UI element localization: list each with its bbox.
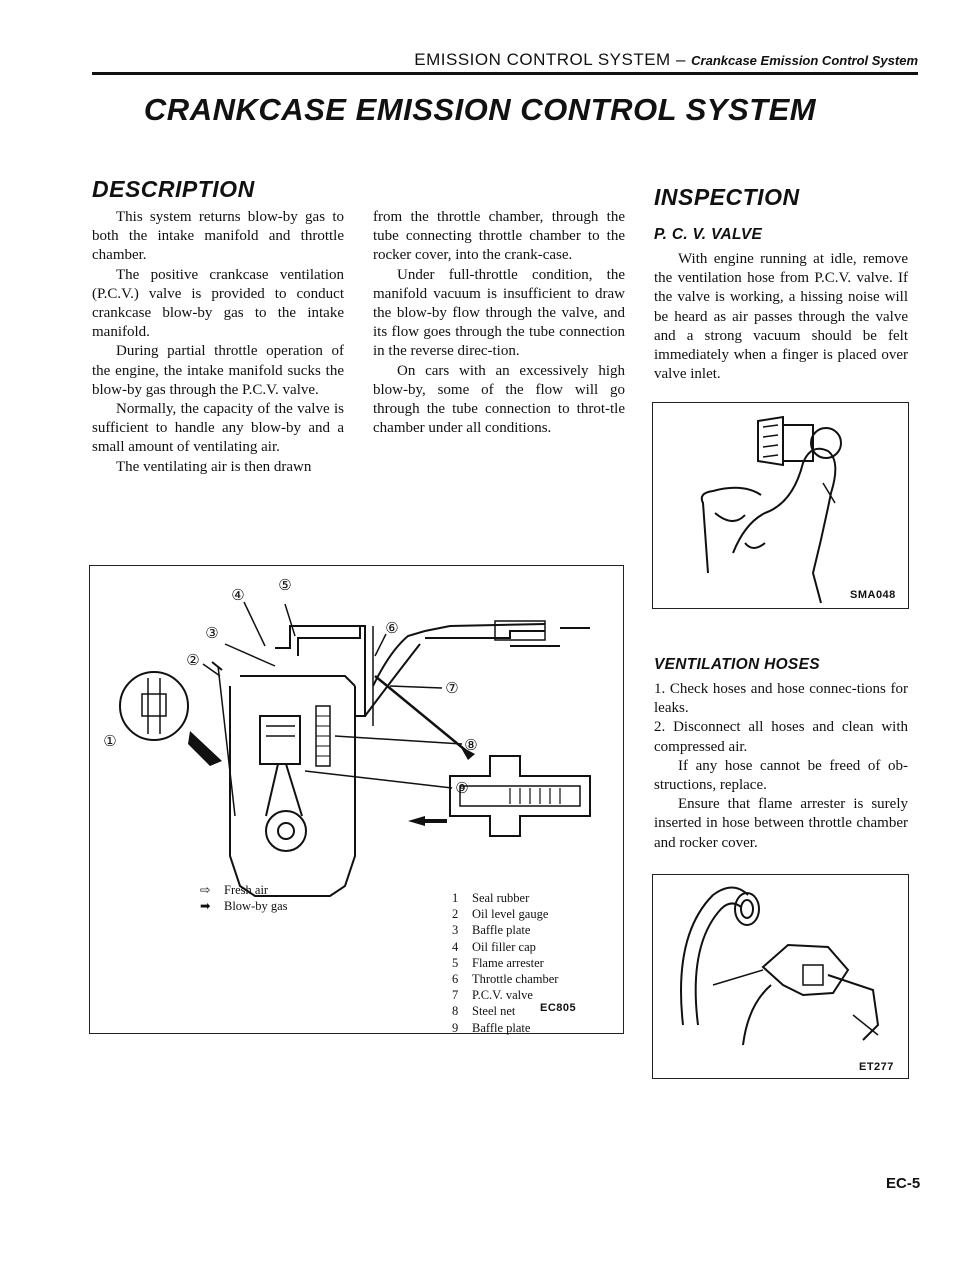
desc-para-7: Under full-throttle condition, the manif… — [373, 266, 625, 360]
hoses-note-2: Ensure that flame arrester is surely ins… — [654, 796, 908, 851]
header-section: EMISSION CONTROL SYSTEM — [414, 50, 671, 69]
description-col2: from the throttle chamber, through the t… — [373, 208, 625, 438]
flow-legend: ⇨Fresh air ➡Blow-by gas — [200, 882, 288, 914]
hoses-step-2: 2. Disconnect all hoses and clean with c… — [654, 719, 908, 755]
callout-1: ① — [103, 734, 116, 750]
page-title: CRANKCASE EMISSION CONTROL SYSTEM — [143, 92, 817, 127]
blowby-arrow-icon: ➡ — [200, 899, 211, 914]
header-rule — [92, 72, 918, 75]
main-figure-code: EC805 — [540, 1002, 577, 1014]
ventilation-hoses-text: 1. Check hoses and hose connec-tions for… — [654, 680, 908, 853]
callout-3: ③ — [205, 626, 218, 642]
ventilation-hoses-heading: VENTILATION HOSES — [654, 656, 820, 673]
fresh-air-arrow-icon: ⇨ — [200, 883, 211, 897]
hose-air-gun-illustration — [680, 886, 880, 1046]
callout-9: ⑨ — [455, 781, 468, 797]
desc-para-3: During partial throttle operation of the… — [92, 343, 344, 398]
description-col1: This system returns blow-by gas to both … — [92, 208, 344, 477]
callout-5: ⑤ — [278, 578, 291, 594]
running-header: EMISSION CONTROL SYSTEM – Crankcase Emis… — [368, 50, 918, 70]
header-separator: – — [670, 50, 692, 69]
desc-para-2: The positive crankcase ventilation (P.C.… — [92, 266, 344, 341]
header-subsection: Crankcase Emission Control System — [691, 53, 918, 68]
crankcase-diagram-figure: ④ ⑤ ③ ② ① ⑥ ⑦ ⑧ ⑨ ⇨Fresh air ➡Blow-by ga… — [89, 565, 624, 1036]
sma048-code: SMA048 — [850, 589, 896, 601]
crankcase-diagram: ④ ⑤ ③ ② ① ⑥ ⑦ ⑧ ⑨ — [103, 578, 591, 897]
blowby-legend: ➡Blow-by gas — [200, 899, 288, 914]
description-heading: DESCRIPTION — [92, 176, 255, 202]
callout-2: ② — [186, 653, 199, 669]
hose-cleaning-figure: ET277 — [652, 874, 909, 1079]
desc-para-1: This system returns blow-by gas to both … — [92, 209, 344, 264]
pcv-valve-figure: SMA048 — [652, 402, 909, 609]
callout-4: ④ — [231, 588, 244, 604]
page-number: EC-5 — [886, 1175, 921, 1192]
inspection-heading: INSPECTION — [654, 184, 800, 210]
desc-para-5: The ventilating air is then drawn — [116, 458, 312, 475]
hoses-note-1: If any hose cannot be freed of ob-struct… — [654, 757, 908, 794]
diagram-callouts: ④ ⑤ ③ ② ① ⑥ ⑦ ⑧ ⑨ — [103, 578, 477, 797]
hoses-step-1: 1. Check hoses and hose connec-tions for… — [654, 681, 908, 717]
pcv-valve-text: With engine running at idle, remove the … — [654, 251, 908, 383]
desc-para-4: Normally, the capacity of the valve is s… — [92, 401, 344, 456]
pcv-finger-illustration — [700, 415, 842, 604]
pcv-valve-text-block: With engine running at idle, remove the … — [654, 250, 908, 384]
pcv-valve-heading: P. C. V. VALVE — [654, 226, 763, 243]
et277-code: ET277 — [859, 1061, 894, 1073]
desc-para-6: from the throttle chamber, through the t… — [373, 209, 625, 264]
desc-para-8: On cars with an excessively high blow-by… — [373, 362, 625, 437]
fresh-air-legend: ⇨Fresh air — [200, 883, 269, 897]
callout-6: ⑥ — [385, 621, 398, 637]
callout-8: ⑧ — [464, 738, 477, 754]
callout-7: ⑦ — [445, 681, 458, 697]
